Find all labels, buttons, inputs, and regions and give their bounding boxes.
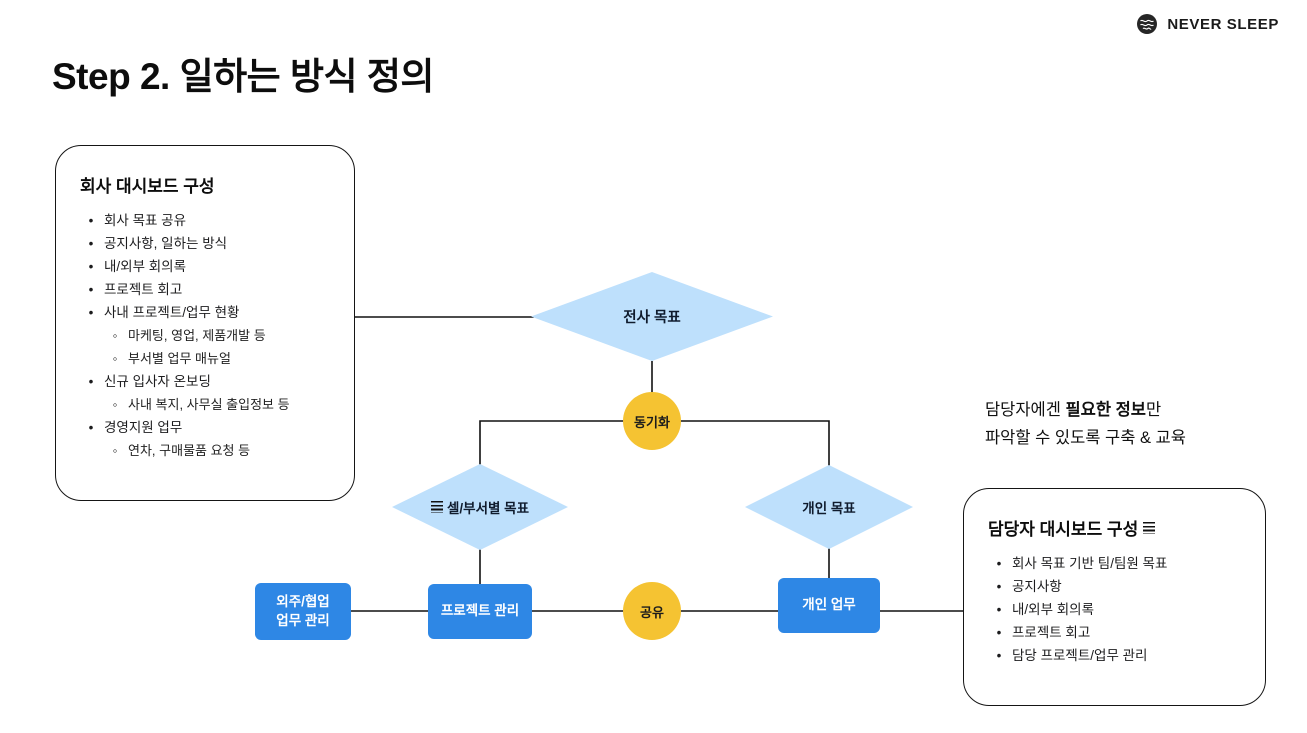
list-item-label: 사내 프로젝트/업무 현황 [104,305,240,320]
node-personal-work: 개인 업무 [778,578,880,633]
list-item-label: 프로젝트 회고 [104,282,183,297]
sub-list-item-label: 부서별 업무 매뉴얼 [128,351,231,366]
owner-dashboard-list: •회사 목표 기반 팀/팀원 목표•공지사항•내/외부 회의록•프로젝트 회고•… [988,552,1241,667]
list-item: • 회사 목표 기반 팀/팀원 목표 [994,552,1241,575]
bullet-icon: • [88,305,94,320]
logo: NEVER SLEEP [1135,12,1279,36]
list-item-label: 담당 프로젝트/업무 관리 [1012,648,1148,663]
list-item: • 공지사항, 일하는 방식 [86,232,330,255]
node-share: 공유 [623,582,681,640]
annotation-line1-prefix: 담당자에겐 [985,401,1066,419]
company-dashboard-title: 회사 대시보드 구성 [80,172,330,197]
list-item-label: 공지사항, 일하는 방식 [104,236,228,251]
list-item: • 공지사항 [994,575,1241,598]
sub-list-item-label: 마케팅, 영업, 제품개발 등 [128,328,266,343]
sub-list-item: ◦ 부서별 업무 매뉴얼 [110,347,330,370]
list-item-label: 회사 목표 공유 [104,213,187,228]
owner-dashboard-title-text: 담당자 대시보드 구성 [988,520,1139,539]
annotation-line2: 파악할 수 있도록 구축 & 교육 [985,429,1186,447]
list-item: • 프로젝트 회고 [86,278,330,301]
bullet-icon: • [88,282,94,297]
list-item-label: 회사 목표 기반 팀/팀원 목표 [1012,556,1168,571]
bullet-icon: • [996,625,1002,640]
hollow-bullet-icon: ◦ [112,351,118,366]
sub-list-item: ◦ 마케팅, 영업, 제품개발 등 [110,324,330,347]
list-icon [430,501,443,513]
list-item: • 프로젝트 회고 [994,621,1241,644]
list-item: • 내/외부 회의록 [994,598,1241,621]
list-item-label: 프로젝트 회고 [1012,625,1091,640]
sub-list-item-label: 사내 복지, 사무실 출입정보 등 [128,397,290,412]
bullet-icon: • [996,602,1002,617]
hollow-bullet-icon: ◦ [112,443,118,458]
list-item-label: 내/외부 회의록 [104,259,187,274]
sub-list-item: ◦ 연차, 구매물품 요청 등 [110,439,330,462]
list-item: • 사내 프로젝트/업무 현황 [86,301,330,324]
list-item: • 신규 입사자 온보딩 [86,370,330,393]
annotation-line1: 담당자에겐 필요한 정보만 [985,396,1186,424]
node-share-label: 공유 [640,604,664,620]
list-item-label: 공지사항 [1012,579,1062,594]
sub-list-item: ◦ 사내 복지, 사무실 출입정보 등 [110,393,330,416]
list-item-label: 내/외부 회의록 [1012,602,1095,617]
page-title: Step 2. 일하는 방식 정의 [52,56,434,97]
node-personal-work-label: 개인 업무 [802,597,856,613]
sub-list-item-label: 연차, 구매물품 요청 등 [128,443,251,458]
company-dashboard-box: 회사 대시보드 구성 • 회사 목표 공유 • 공지사항, 일하는 방식 • 내/외부 회… [55,145,355,501]
bullet-icon: • [88,236,94,251]
list-item: • 담당 프로젝트/업무 관리 [994,644,1241,667]
bullet-icon: • [88,374,94,389]
node-project-management: 프로젝트 관리 [428,584,532,639]
company-dashboard-list: •회사 목표 공유•공지사항, 일하는 방식•내/외부 회의록•프로젝트 회고•… [80,209,330,462]
bullet-icon: • [996,648,1002,663]
node-cell-goal-label: 셀/부서별 목표 [446,501,530,516]
bullet-icon: • [996,579,1002,594]
logo-text: NEVER SLEEP [1167,15,1279,33]
hollow-bullet-icon: ◦ [112,397,118,412]
bullet-icon: • [88,259,94,274]
list-item: • 경영지원 업무 [86,416,330,439]
node-sync: 동기화 [623,392,681,450]
annotation-line1-suffix: 만 [1145,401,1162,419]
bullet-icon: • [996,556,1002,571]
owner-dashboard-title: 담당자 대시보드 구성 [988,515,1241,540]
hollow-bullet-icon: ◦ [112,328,118,343]
bullet-icon: • [88,420,94,435]
list-item: • 회사 목표 공유 [86,209,330,232]
list-icon [1143,521,1156,534]
list-item-label: 경영지원 업무 [104,420,183,435]
bullet-icon: • [88,213,94,228]
annotation-line1-bold: 필요한 정보 [1065,401,1146,419]
node-outsourcing-line1: 외주/협업 [276,594,330,610]
annotation-text: 담당자에겐 필요한 정보만 파악할 수 있도록 구축 & 교육 [985,396,1186,452]
company-dashboard-title-text: 회사 대시보드 구성 [80,177,215,196]
node-company-goal-label: 전사 목표 [623,310,681,326]
node-outsourcing-work: 외주/협업 업무 관리 [255,583,351,640]
node-outsourcing-line2: 업무 관리 [276,612,330,628]
node-sync-label: 동기화 [634,414,670,430]
node-personal-goal-label: 개인 목표 [802,501,856,516]
list-item-label: 신규 입사자 온보딩 [104,374,211,389]
node-project-management-label: 프로젝트 관리 [440,603,520,619]
brain-icon [1135,12,1159,36]
owner-dashboard-box: 담당자 대시보드 구성 • 회사 목표 기반 팀/팀원 목표 • 공지사항 • 내/외부 … [963,488,1266,706]
list-item: • 내/외부 회의록 [86,255,330,278]
